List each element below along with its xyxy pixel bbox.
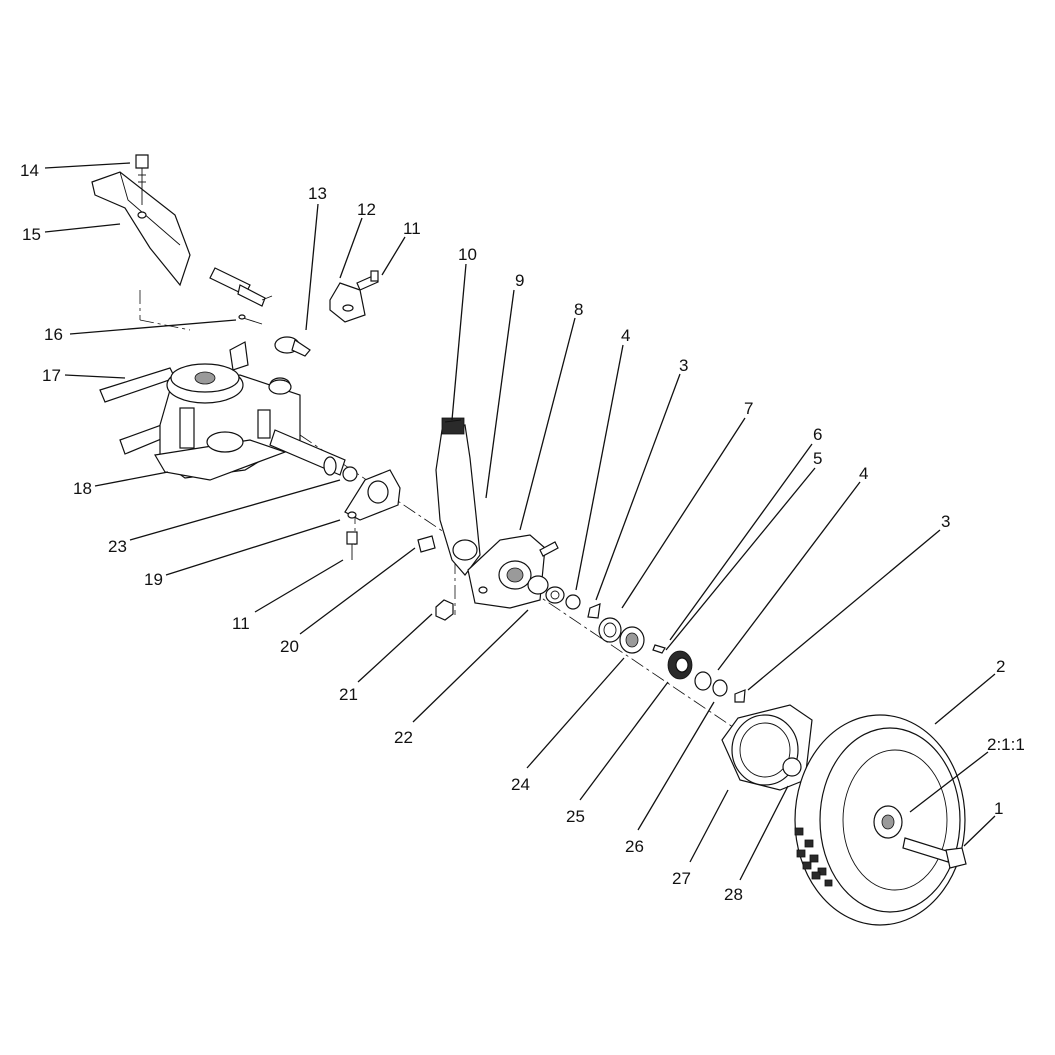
bearing-24 [619, 626, 645, 654]
callout-6: 6 [813, 425, 822, 444]
callout-10: 10 [458, 245, 477, 264]
clip-7 [587, 603, 601, 619]
callout-3-a: 3 [679, 356, 688, 375]
callout-22: 22 [394, 728, 413, 747]
callout-18: 18 [73, 479, 92, 498]
callout-2-1-1: 2:1:1 [987, 735, 1025, 754]
callout-4-a: 4 [621, 326, 630, 345]
wheel-hub-cup [721, 704, 813, 791]
callout-11-bottom: 11 [232, 614, 250, 633]
callout-20: 20 [280, 637, 299, 656]
callout-14: 14 [20, 161, 39, 180]
grease-fitting [539, 541, 559, 557]
callout-15: 15 [22, 225, 41, 244]
callout-5: 5 [813, 449, 822, 468]
mounting-bracket [91, 171, 191, 287]
wheel-assembly [794, 714, 966, 926]
callout-27: 27 [672, 869, 691, 888]
callout-1: 1 [994, 799, 1003, 818]
callout-26: 26 [625, 837, 644, 856]
cable-linkage [209, 267, 273, 307]
height-adjuster-arm [435, 417, 481, 576]
callout-13: 13 [308, 184, 327, 203]
clip-3b [734, 689, 746, 703]
callout-3-b: 3 [941, 512, 950, 531]
callout-7: 7 [744, 399, 753, 418]
callout-11-top: 11 [403, 219, 421, 238]
axle-bolt [902, 837, 967, 869]
support-bracket-19 [344, 469, 401, 521]
lever-bracket [329, 282, 366, 323]
pinion-gear-25 [667, 650, 693, 680]
bolt-20 [417, 535, 436, 553]
key-5 [652, 644, 666, 654]
callout-28: 28 [724, 885, 743, 904]
washer-3a [565, 594, 581, 610]
callout-25: 25 [566, 807, 585, 826]
pivot-13 [268, 336, 311, 395]
callout-23: 23 [108, 537, 127, 556]
callout-12: 12 [357, 200, 376, 219]
bushing-26 [712, 679, 728, 697]
callout-8: 8 [574, 300, 583, 319]
leader-lines [44, 162, 996, 881]
callout-21: 21 [339, 685, 358, 704]
callout-9: 9 [515, 271, 524, 290]
callout-labels: 14 15 13 12 11 10 9 8 4 3 7 6 5 4 3 2 2:… [20, 161, 1025, 904]
callout-24: 24 [511, 775, 530, 794]
callout-4-b: 4 [859, 464, 868, 483]
wheel-plate [467, 534, 546, 609]
tread-blocks [794, 827, 833, 887]
washer-4a [545, 586, 565, 604]
washer-4b [694, 671, 712, 691]
bolt-14 [135, 154, 149, 205]
callout-2: 2 [996, 657, 1005, 676]
nut-21 [435, 599, 454, 621]
bolt-11-upper [356, 270, 379, 291]
callout-16: 16 [44, 325, 63, 344]
callout-17: 17 [42, 366, 61, 385]
output-shaft [269, 429, 346, 476]
seal-ring [598, 617, 622, 643]
bolt-11-lower [346, 531, 358, 560]
callout-19: 19 [144, 570, 163, 589]
spacer-22 [527, 575, 549, 595]
snap-ring-23 [342, 466, 358, 482]
cotter-pin [238, 314, 263, 325]
transmission-housing [154, 341, 301, 481]
